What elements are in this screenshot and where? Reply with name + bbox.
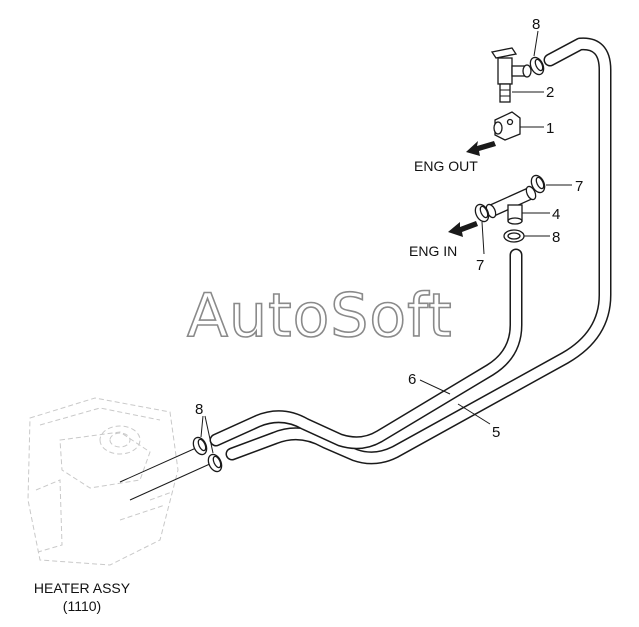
heater-assy-code: (1110) (63, 598, 101, 614)
adapter-fitting (493, 111, 521, 141)
heater-leader-lower (129, 462, 213, 501)
leader-8-heater-b (204, 415, 214, 454)
callout-8-top: 8 (532, 16, 540, 33)
drain-valve (490, 47, 532, 103)
eng-in-label: ENG IN (409, 243, 457, 259)
clamp-tee-left (474, 203, 490, 223)
heater-assy-label: HEATER ASSY (34, 580, 131, 596)
leader-6 (419, 379, 451, 395)
heater-assy-ghost (27, 397, 179, 566)
heater-leader-upper (119, 447, 197, 483)
leader-7-left (481, 221, 485, 255)
watermark-text: AutoSoft (187, 281, 453, 351)
callout-7-right: 7 (575, 178, 583, 195)
callout-1: 1 (546, 120, 554, 137)
clamp-top (529, 56, 545, 76)
clamp-tee-bottom (503, 229, 525, 243)
hose-5 (225, 37, 612, 465)
leader-8-heater-a (200, 415, 204, 438)
callout-8-tee: 8 (552, 229, 560, 246)
clamp-heater-upper (192, 436, 208, 456)
callout-5: 5 (492, 424, 500, 441)
eng-out-arrow-icon (466, 141, 496, 156)
callout-6: 6 (408, 371, 416, 388)
callout-2: 2 (546, 84, 554, 101)
eng-in-arrow-icon (448, 221, 478, 237)
callout-4: 4 (552, 206, 560, 223)
clamp-tee-right (530, 174, 546, 194)
leader-8-top (533, 30, 539, 57)
tee-fitting (485, 185, 537, 225)
clamp-heater-lower (207, 453, 223, 473)
leader-5 (457, 403, 491, 425)
callout-8-heater: 8 (195, 401, 203, 418)
hose-6 (209, 248, 523, 450)
callout-7-left: 7 (476, 257, 484, 274)
eng-out-label: ENG OUT (414, 158, 478, 174)
